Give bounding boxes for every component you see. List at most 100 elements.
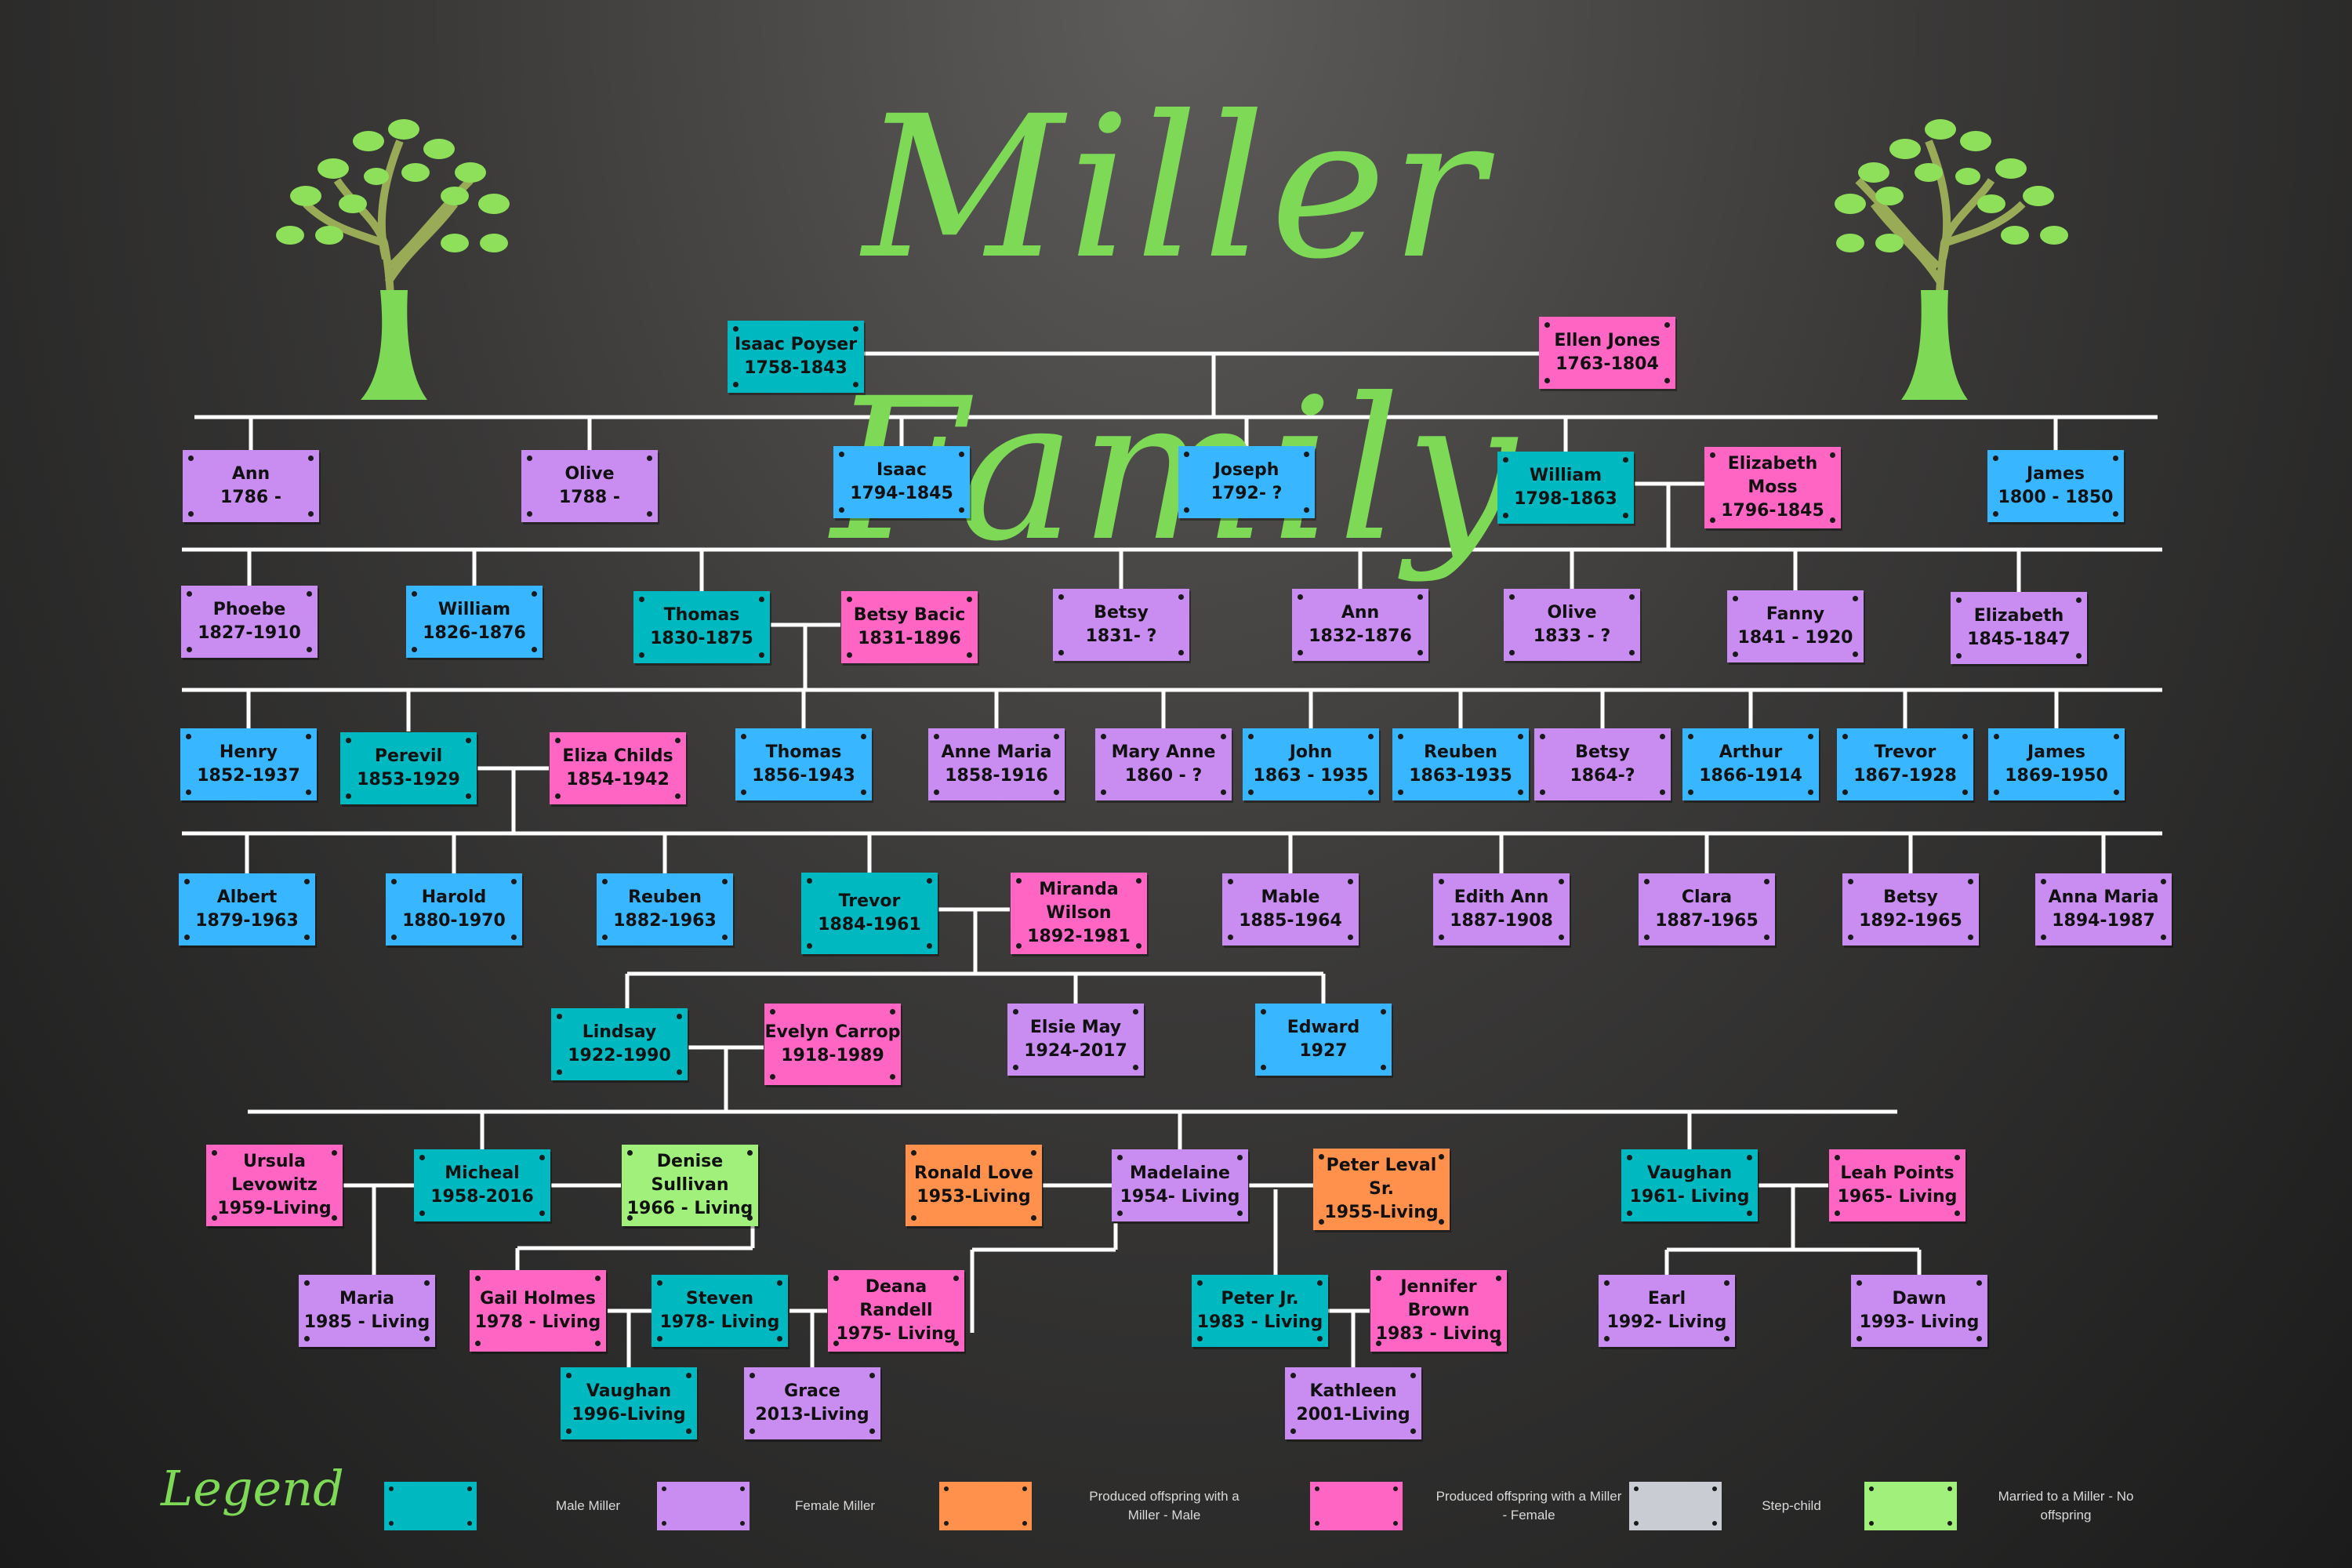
pin-dot [759, 597, 764, 602]
pin-dot [833, 1276, 839, 1281]
person-years: 1996-Living [572, 1405, 686, 1425]
pin-dot [1221, 789, 1226, 795]
person-name: Grace [784, 1381, 840, 1401]
pin-dot [890, 1009, 895, 1014]
pin-dot [1228, 935, 1233, 940]
person-name: Joseph [1214, 460, 1279, 480]
pin-dot [566, 1373, 572, 1378]
pin-dot [722, 935, 728, 940]
legend-label: Married to a Miller - No offspring [1998, 1489, 2134, 1523]
pin-dot [1518, 789, 1523, 795]
pin-dot [304, 935, 310, 940]
person-years: 1887-1965 [1655, 911, 1759, 931]
pin-dot [777, 1280, 782, 1286]
pin-dot [639, 652, 644, 658]
pin-dot [770, 1074, 775, 1080]
pin-dot [1710, 517, 1715, 523]
person-years: 1858-1916 [945, 766, 1048, 786]
pin-dot [1733, 596, 1738, 601]
person-name: Ann [1341, 603, 1380, 622]
pin-dot [1058, 650, 1064, 655]
pin-dot [1604, 1336, 1610, 1341]
pin-dot [1016, 878, 1022, 884]
person-years: 1922-1990 [568, 1046, 671, 1065]
pin-dot [1439, 1219, 1444, 1225]
pin-dot [1808, 789, 1813, 795]
person-name: James [2027, 464, 2085, 484]
pin-dot [869, 1373, 875, 1378]
person-card: Peter Leval Sr.1955-Living [1313, 1149, 1450, 1230]
pin-dot [847, 652, 852, 658]
person-years: 1786 - [220, 488, 282, 507]
person-years: 1966 - Living [626, 1199, 753, 1218]
pin-dot [555, 793, 561, 799]
person-name: Ursula Levowitz [231, 1152, 318, 1195]
person-name: Dawn [1892, 1289, 1947, 1308]
pin-dot [2114, 734, 2119, 739]
pin-dot [647, 511, 652, 517]
pin-dot [532, 591, 537, 597]
person-name: Ann [231, 464, 270, 484]
pin-dot [419, 1210, 425, 1216]
pin-dot [1261, 1009, 1266, 1014]
pin-dot [1544, 378, 1550, 383]
pin-dot [1712, 1521, 1717, 1526]
pin-dot [747, 1215, 753, 1221]
pin-dot [602, 935, 608, 940]
pin-dot [188, 456, 194, 461]
person-name: Kathleen [1309, 1381, 1397, 1401]
pin-dot [1956, 597, 1962, 603]
person-name: Fanny [1766, 604, 1825, 624]
pin-dot [677, 1014, 682, 1019]
person-name: Henry [219, 742, 278, 762]
pin-dot [307, 591, 312, 597]
pin-dot [187, 647, 192, 652]
pin-dot [1058, 594, 1064, 600]
pin-dot [1947, 1486, 1952, 1491]
person-years: 1831- ? [1085, 626, 1157, 646]
pin-dot [1398, 734, 1403, 739]
person-years: 1794-1845 [850, 484, 953, 503]
pin-dot [1237, 1155, 1243, 1160]
pin-dot [1955, 1155, 1960, 1160]
pin-dot [759, 652, 764, 658]
pin-dot [1348, 935, 1353, 940]
person-years: 1958-2016 [430, 1187, 534, 1207]
pin-dot [1022, 1486, 1027, 1491]
pin-dot [1947, 1521, 1952, 1526]
pin-dot [657, 1336, 662, 1341]
pin-dot [1439, 935, 1444, 940]
legend-swatch [1864, 1482, 1957, 1530]
pin-dot [306, 789, 311, 795]
pin-dot [770, 1009, 775, 1014]
pin-dot [1764, 879, 1769, 884]
pin-dot [733, 382, 739, 387]
pin-dot [1627, 1155, 1632, 1160]
pin-dot [861, 789, 866, 795]
person-name: Betsy [1094, 603, 1149, 622]
pin-dot [306, 734, 311, 739]
person-name: Denise Sullivan [651, 1152, 729, 1195]
person-years: 1985 - Living [303, 1312, 430, 1332]
pin-dot [391, 935, 397, 940]
